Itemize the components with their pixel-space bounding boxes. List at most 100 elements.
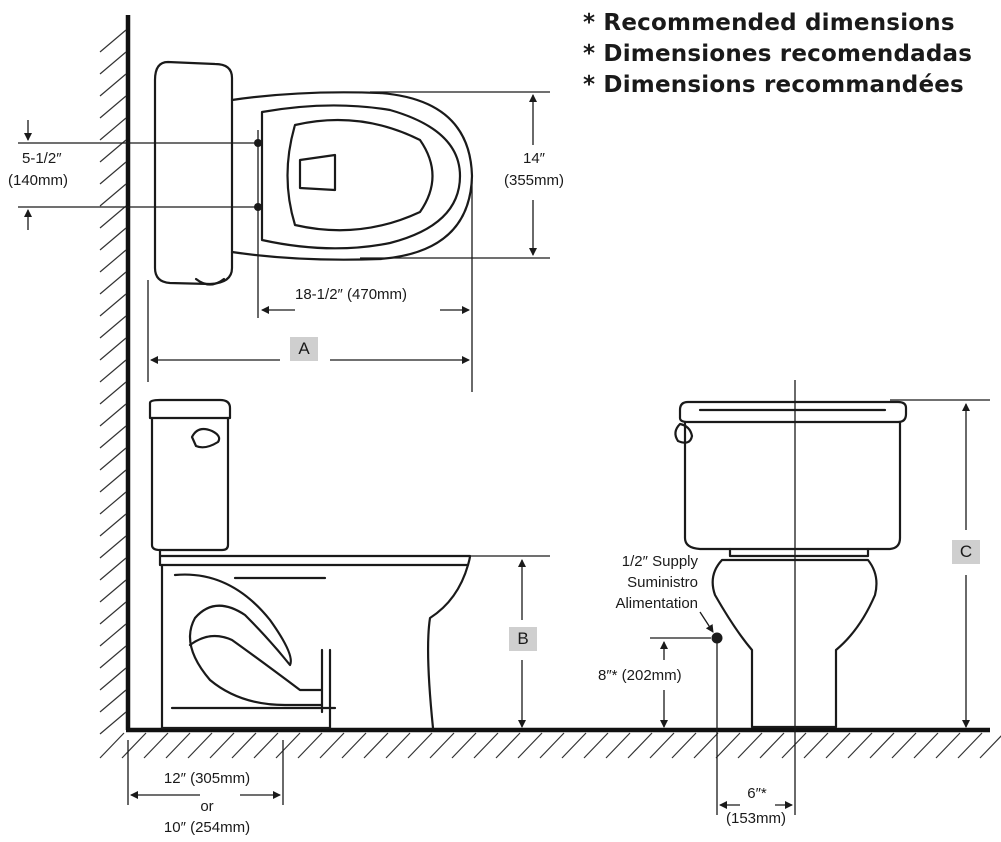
wall-hatch-line	[99, 579, 127, 603]
side-trapway	[173, 573, 324, 707]
note-english: * Recommended dimensions	[583, 10, 955, 36]
floor-hatch-line	[891, 732, 917, 759]
bowl-width-mm: (355mm)	[503, 172, 564, 189]
top-view-seat-opening	[286, 118, 434, 232]
floor-hatch-line	[583, 732, 609, 759]
wall-hatch-line	[99, 205, 127, 229]
front-view-drawing	[650, 380, 990, 815]
wall-hatch-line	[99, 293, 127, 317]
rough-in-alternate: 10″ (254mm)	[163, 819, 251, 836]
floor-hatch-line	[407, 732, 433, 759]
floor-hatch-line	[561, 732, 587, 759]
front-bowl	[711, 558, 878, 729]
wall-hatch-line	[99, 51, 127, 75]
floor-hatch-line	[143, 732, 169, 759]
wall-hatch-line	[99, 601, 127, 625]
floor-hatch-line	[935, 732, 961, 759]
wall-hatch-line	[99, 227, 127, 251]
top-view-tank	[153, 60, 234, 286]
floor-hatch-line	[99, 732, 125, 759]
supply-label-en: 1/2″ Supply	[621, 553, 698, 570]
wall-hatching	[99, 29, 127, 735]
wall-hatch-line	[99, 513, 127, 537]
recommended-notes: * Recommended dimensions * Dimensiones r…	[583, 8, 972, 101]
floor-hatch-line	[913, 732, 939, 759]
floor-hatch-line	[495, 732, 521, 759]
wall-hatch-line	[99, 469, 127, 493]
side-view-drawing	[127, 398, 550, 805]
floor-hatch-line	[209, 732, 235, 759]
rough-in-primary: 12″ (305mm)	[163, 770, 251, 787]
supply-height: 8″* (202mm)	[598, 667, 682, 684]
bolt-spacing-in: 5-1/2″	[22, 150, 62, 167]
floor-hatch-line	[693, 732, 719, 759]
top-view-bowl-inner	[260, 104, 462, 250]
side-trapway-inner	[188, 634, 324, 692]
supply-label-fr: Alimentation	[615, 595, 698, 612]
wall-hatch-line	[99, 271, 127, 295]
wall-hatch-line	[99, 425, 127, 449]
wall-hatch-line	[99, 161, 127, 185]
wall-hatch-line	[99, 337, 127, 361]
floor-hatch-line	[671, 732, 697, 759]
floor-hatching	[99, 732, 1001, 759]
floor-hatch-line	[341, 732, 367, 759]
wall-hatch-line	[99, 29, 127, 53]
wall-hatch-line	[99, 183, 127, 207]
wall-hatch-line	[99, 117, 127, 141]
wall-hatch-line	[99, 403, 127, 427]
supply-offset-in: 6″*	[747, 785, 767, 802]
floor-hatch-line	[231, 732, 257, 759]
bolt-spacing-mm: (140mm)	[8, 172, 69, 189]
front-tank-lid	[678, 400, 908, 424]
wall-hatch-line	[99, 689, 127, 713]
floor-hatch-line	[781, 732, 807, 759]
floor-hatch-line	[121, 732, 147, 759]
floor-hatch-line	[737, 732, 763, 759]
wall-hatch-line	[99, 623, 127, 647]
top-view-bowl-outline	[230, 91, 474, 261]
floor-hatch-line	[803, 732, 829, 759]
front-tank-body	[683, 420, 902, 551]
wall-hatch-line	[99, 557, 127, 581]
floor-hatch-line	[957, 732, 983, 759]
supply-leader	[699, 611, 714, 633]
label-a: A	[290, 337, 318, 361]
wall-hatch-line	[99, 535, 127, 559]
floor-hatch-line	[869, 732, 895, 759]
floor-hatch-line	[297, 732, 323, 759]
wall-hatch-line	[99, 139, 127, 163]
side-bowl-rim	[158, 548, 472, 567]
wall-hatch-line	[99, 667, 127, 691]
side-base	[160, 563, 332, 730]
floor-hatch-line	[517, 732, 543, 759]
wall-hatch-line	[99, 711, 127, 735]
floor-hatch-line	[825, 732, 851, 759]
floor-hatch-line	[165, 732, 191, 759]
wall-hatch-line	[99, 491, 127, 515]
front-flush-lever	[674, 422, 694, 444]
floor-hatch-line	[473, 732, 499, 759]
floor-hatch-line	[715, 732, 741, 759]
wall-and-floor	[99, 15, 1001, 759]
label-c: C	[952, 540, 980, 564]
side-tank-body	[150, 416, 230, 552]
supply-offset-mm: (153mm)	[725, 810, 786, 827]
floor-hatch-line	[253, 732, 279, 759]
wall-hatch-line	[99, 447, 127, 471]
front-seat	[728, 547, 870, 558]
side-flush-handle	[190, 427, 221, 449]
floor-hatch-line	[649, 732, 675, 759]
wall-hatch-line	[99, 249, 127, 273]
floor-hatch-line	[363, 732, 389, 759]
note-french: * Dimensions recommandées	[583, 72, 964, 98]
floor-hatch-line	[539, 732, 565, 759]
floor-hatch-line	[979, 735, 1001, 759]
supply-label-es: Suministro	[627, 574, 698, 591]
floor-hatch-line	[187, 732, 213, 759]
side-tank-lid	[148, 398, 232, 420]
floor-hatch-line	[385, 732, 411, 759]
wall-hatch-line	[99, 359, 127, 383]
